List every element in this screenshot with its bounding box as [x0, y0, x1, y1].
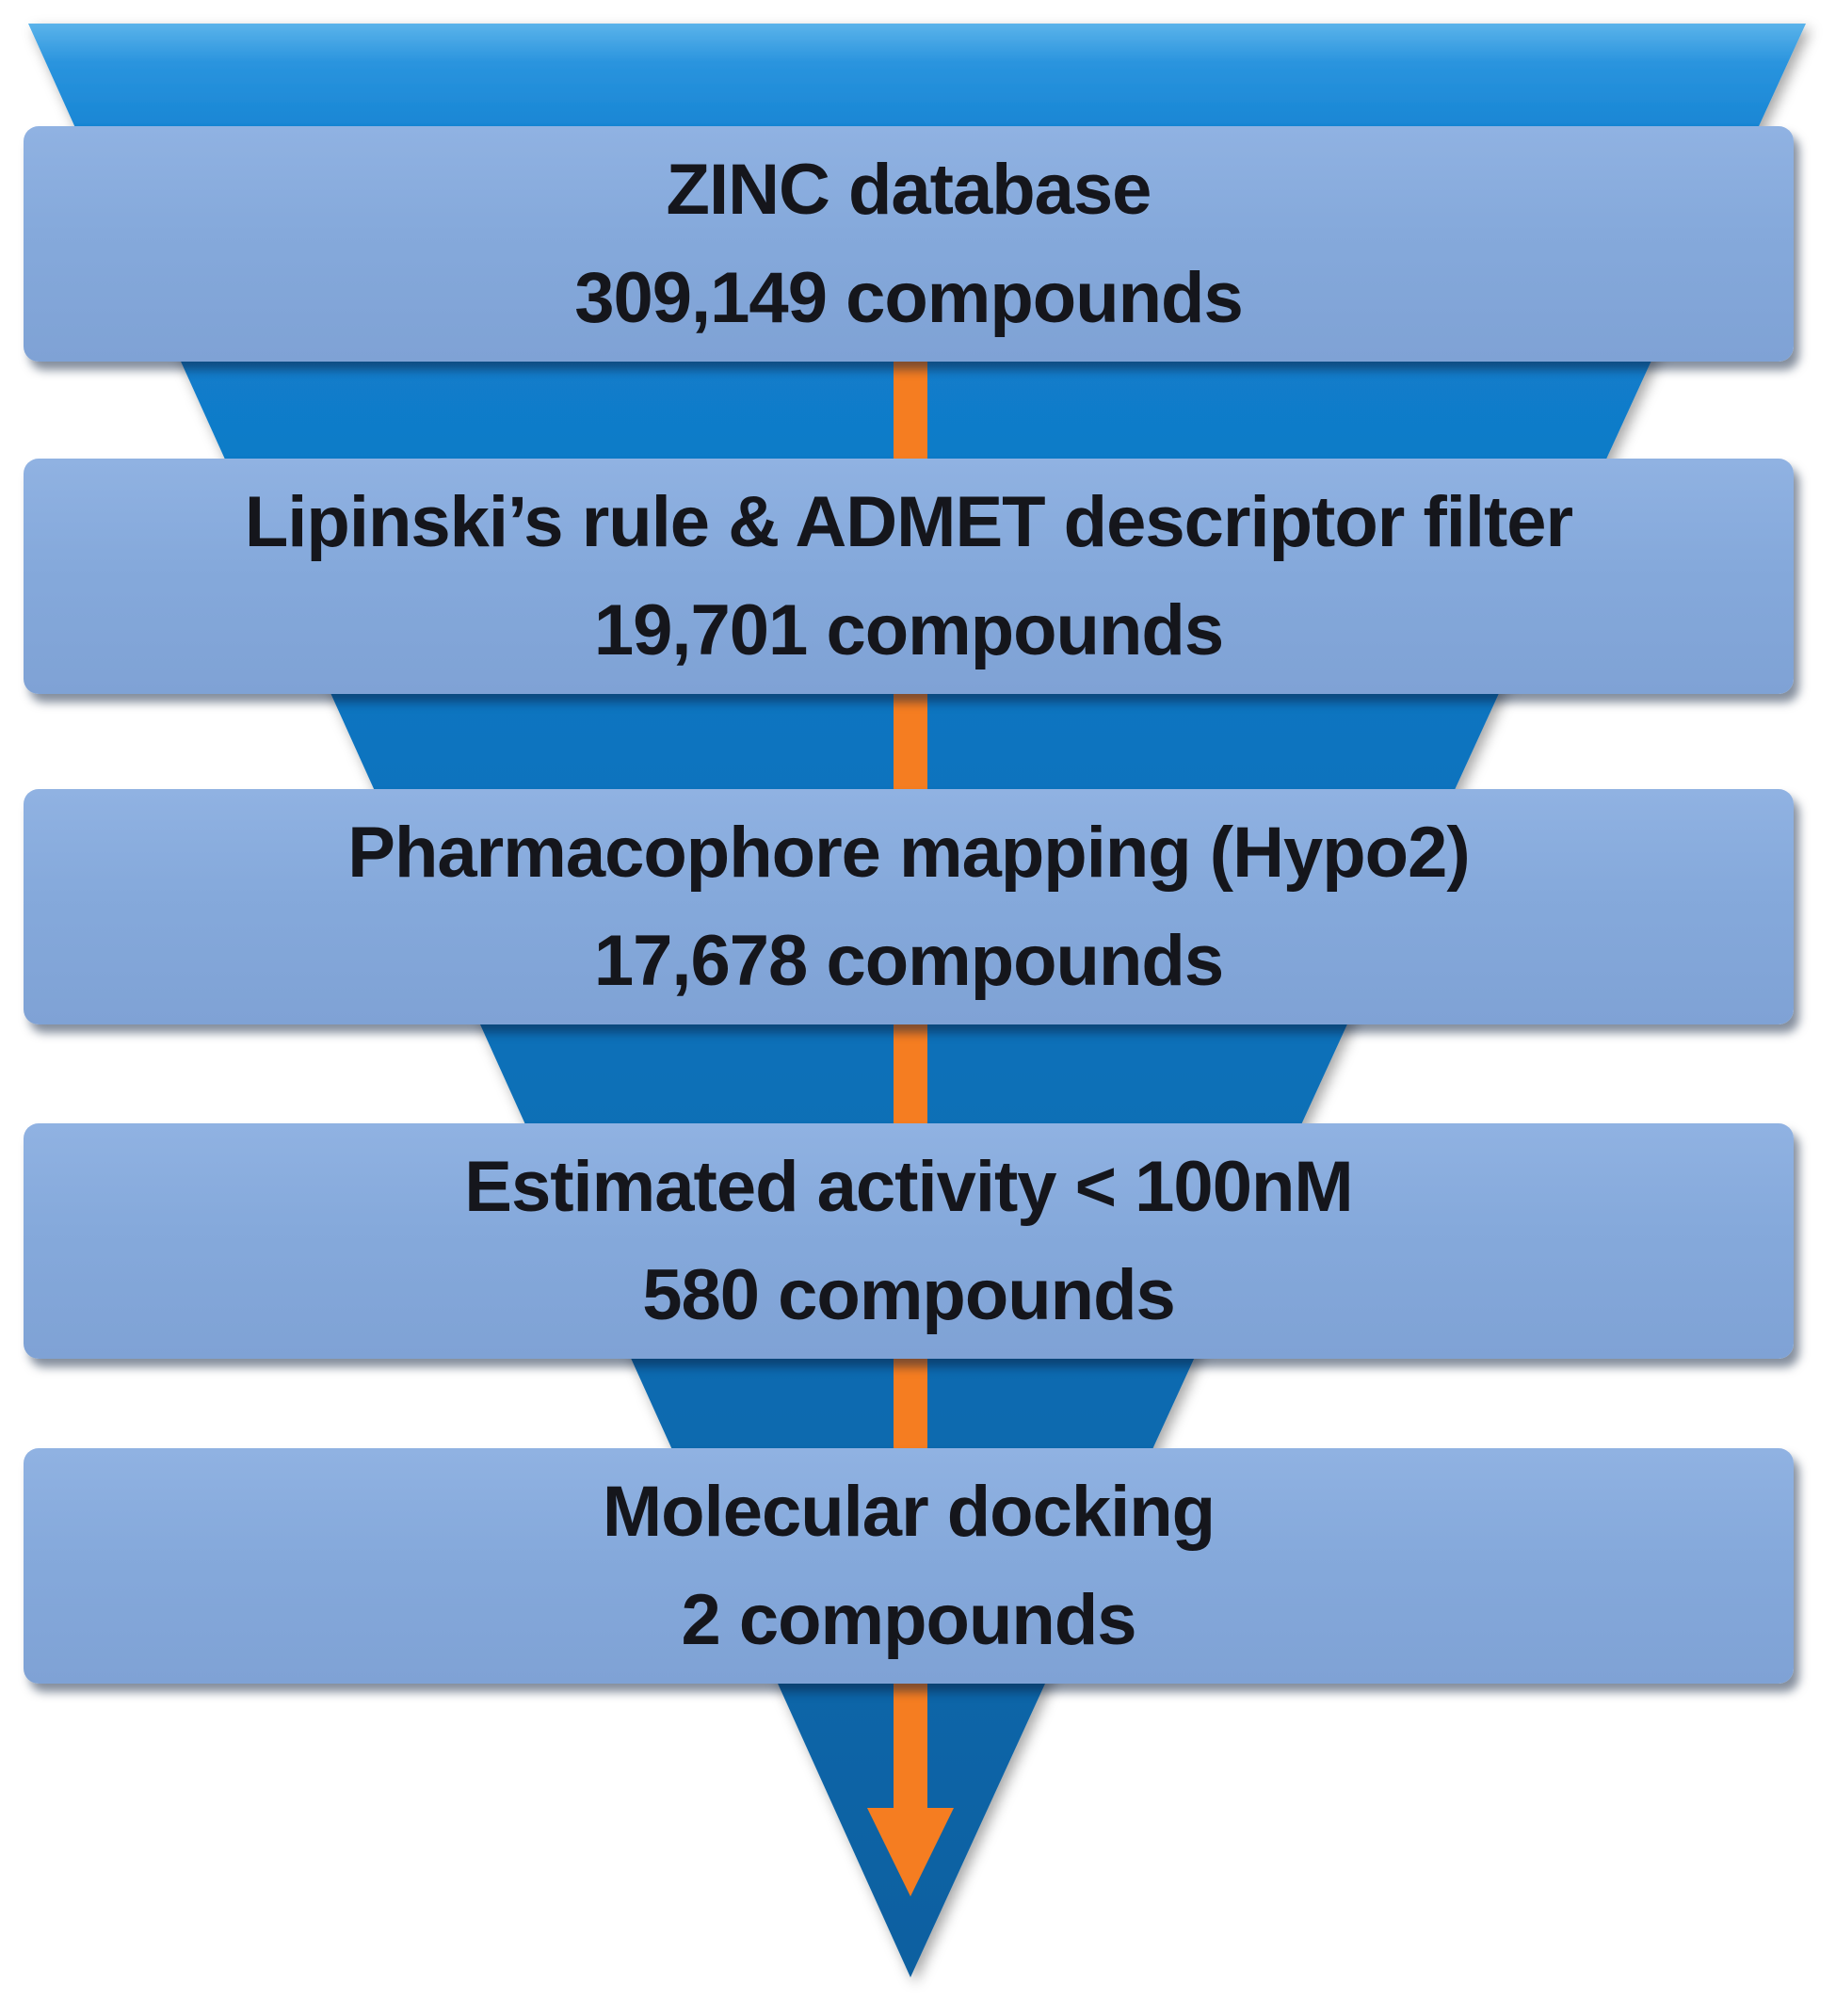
stage-bar-pharmacophore-mapping: Pharmacophore mapping (Hypo2) 17,678 com… [24, 789, 1794, 1024]
stage-bar-zinc-database: ZINC database 309,149 compounds [24, 126, 1794, 362]
arrow-head [867, 1808, 954, 1896]
stage-count: 309,149 compounds [574, 258, 1243, 338]
stage-label: ZINC database [666, 149, 1152, 230]
stage-count: 2 compounds [681, 1580, 1136, 1660]
stage-count: 19,701 compounds [593, 590, 1224, 670]
stage-label: Pharmacophore mapping (Hypo2) [347, 812, 1470, 893]
stage-label: Molecular docking [602, 1471, 1216, 1552]
stage-bar-estimated-activity: Estimated activity < 100nM 580 compounds [24, 1123, 1794, 1359]
stage-label: Estimated activity < 100nM [464, 1146, 1353, 1227]
stage-label: Lipinski’s rule & ADMET descriptor filte… [244, 481, 1573, 562]
stage-count: 17,678 compounds [593, 921, 1224, 1001]
stage-count: 580 compounds [642, 1255, 1176, 1335]
stage-bar-lipinski-admet-filter: Lipinski’s rule & ADMET descriptor filte… [24, 459, 1794, 694]
stage-bar-molecular-docking: Molecular docking 2 compounds [24, 1448, 1794, 1684]
